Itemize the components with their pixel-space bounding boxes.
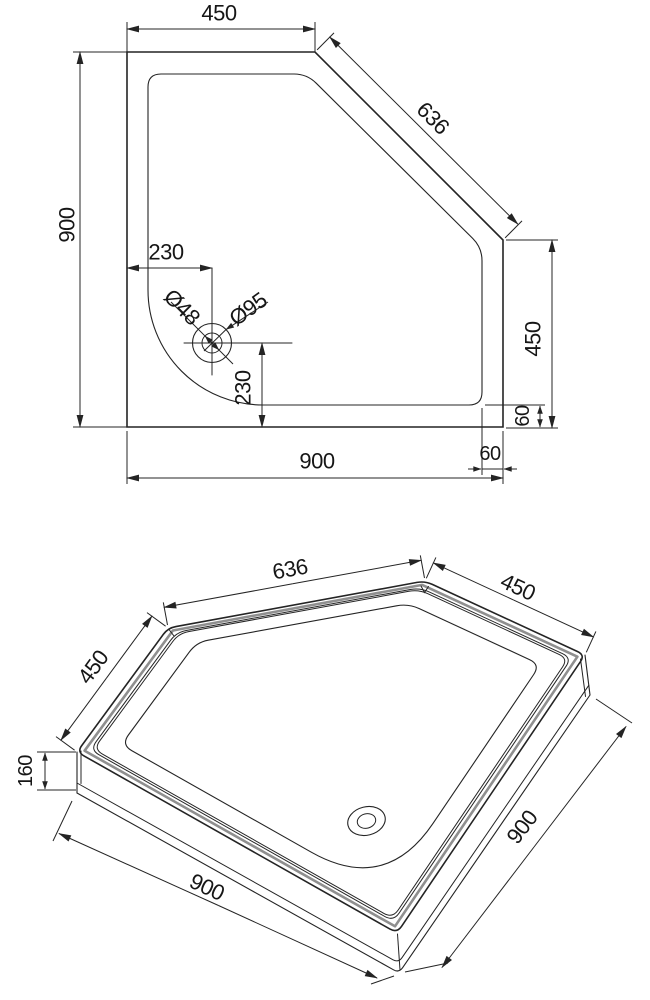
iso-dim-left: 450 [73, 645, 114, 688]
iso-dim-right: 900 [501, 805, 542, 848]
plan-dim-top-width: 450 [201, 1, 236, 26]
plan-extension-lines [73, 22, 558, 484]
iso-view: 636 450 450 160 900 900 [15, 553, 633, 985]
iso-drain-flange [347, 805, 386, 837]
plan-outer-outline [126, 51, 504, 428]
plan-dim-drain-diameter: Ø48 [159, 284, 205, 330]
plan-dim-drain-offset-y: 230 [231, 370, 256, 405]
iso-extension-lines [37, 555, 633, 985]
plan-dimension-lines [76, 25, 556, 482]
plan-dim-flange-diameter: Ø95 [224, 287, 271, 331]
iso-drain-hole [356, 813, 377, 829]
iso-dim-top-right: 450 [497, 568, 540, 606]
iso-rim-outline [79, 581, 584, 932]
iso-skirt [76, 585, 591, 972]
plan-view: 450 636 900 230 Ø48 Ø95 230 450 60 60 90… [55, 1, 558, 484]
iso-lip-edge-outer [93, 588, 569, 919]
iso-dim-height: 160 [15, 755, 37, 787]
plan-dim-left-height: 900 [55, 207, 80, 242]
plan-inner-edge [147, 73, 483, 406]
plan-dim-bottom-width: 900 [299, 449, 334, 474]
plan-dim-wall-right: 60 [479, 443, 501, 465]
plan-dim-drain-offset-x: 230 [148, 240, 183, 265]
plan-dim-right-height: 450 [521, 321, 546, 356]
iso-dimension-lines [42, 559, 627, 979]
iso-basin-floor-edge [124, 604, 537, 869]
iso-rim-shade-band [83, 583, 579, 928]
iso-lip-edge-inner [96, 590, 566, 916]
iso-dim-chamfer: 636 [270, 553, 309, 584]
plan-dim-wall-bottom: 60 [512, 405, 534, 427]
plan-dim-chamfer: 636 [412, 97, 455, 140]
